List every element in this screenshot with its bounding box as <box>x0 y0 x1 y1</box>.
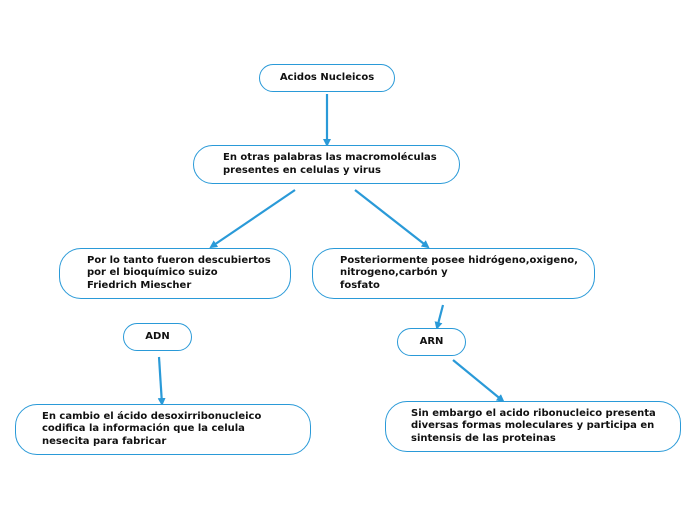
node-posteriormente-text: Posteriormente posee hidrógeno,oxigeno, … <box>340 254 578 291</box>
node-macromoleculas-text: En otras palabras las macromoléculas pre… <box>223 152 437 176</box>
arrow-arn-to-sin-embargo <box>452 359 505 403</box>
node-adn: ADN <box>123 323 192 351</box>
node-descubiertos-text: Por lo tanto fueron descubiertos por el … <box>87 254 271 291</box>
node-adn-text: ADN <box>145 330 170 342</box>
node-descubiertos: Por lo tanto fueron descubiertos por el … <box>59 248 291 299</box>
node-sin-embargo-text: Sin embargo el acido ribonucleico presen… <box>411 407 656 444</box>
arrow-adn-to-cambio <box>157 356 166 406</box>
arrow-macro-to-posteriormente <box>354 189 430 249</box>
node-sin-embargo: Sin embargo el acido ribonucleico presen… <box>385 401 681 452</box>
node-posteriormente: Posteriormente posee hidrógeno,oxigeno, … <box>312 248 595 299</box>
node-arn: ARN <box>397 328 466 356</box>
node-arn-text: ARN <box>419 335 444 347</box>
node-en-cambio-text: En cambio el ácido desoxirribonucleico c… <box>42 410 262 447</box>
node-acidos-nucleicos: Acidos Nucleicos <box>259 64 395 92</box>
arrow-macro-to-descubiertos <box>209 189 296 249</box>
arrow-posteriormente-to-arn <box>434 304 445 330</box>
node-macromoleculas: En otras palabras las macromoléculas pre… <box>193 145 460 184</box>
node-en-cambio: En cambio el ácido desoxirribonucleico c… <box>15 404 311 455</box>
node-acidos-nucleicos-text: Acidos Nucleicos <box>279 71 375 83</box>
